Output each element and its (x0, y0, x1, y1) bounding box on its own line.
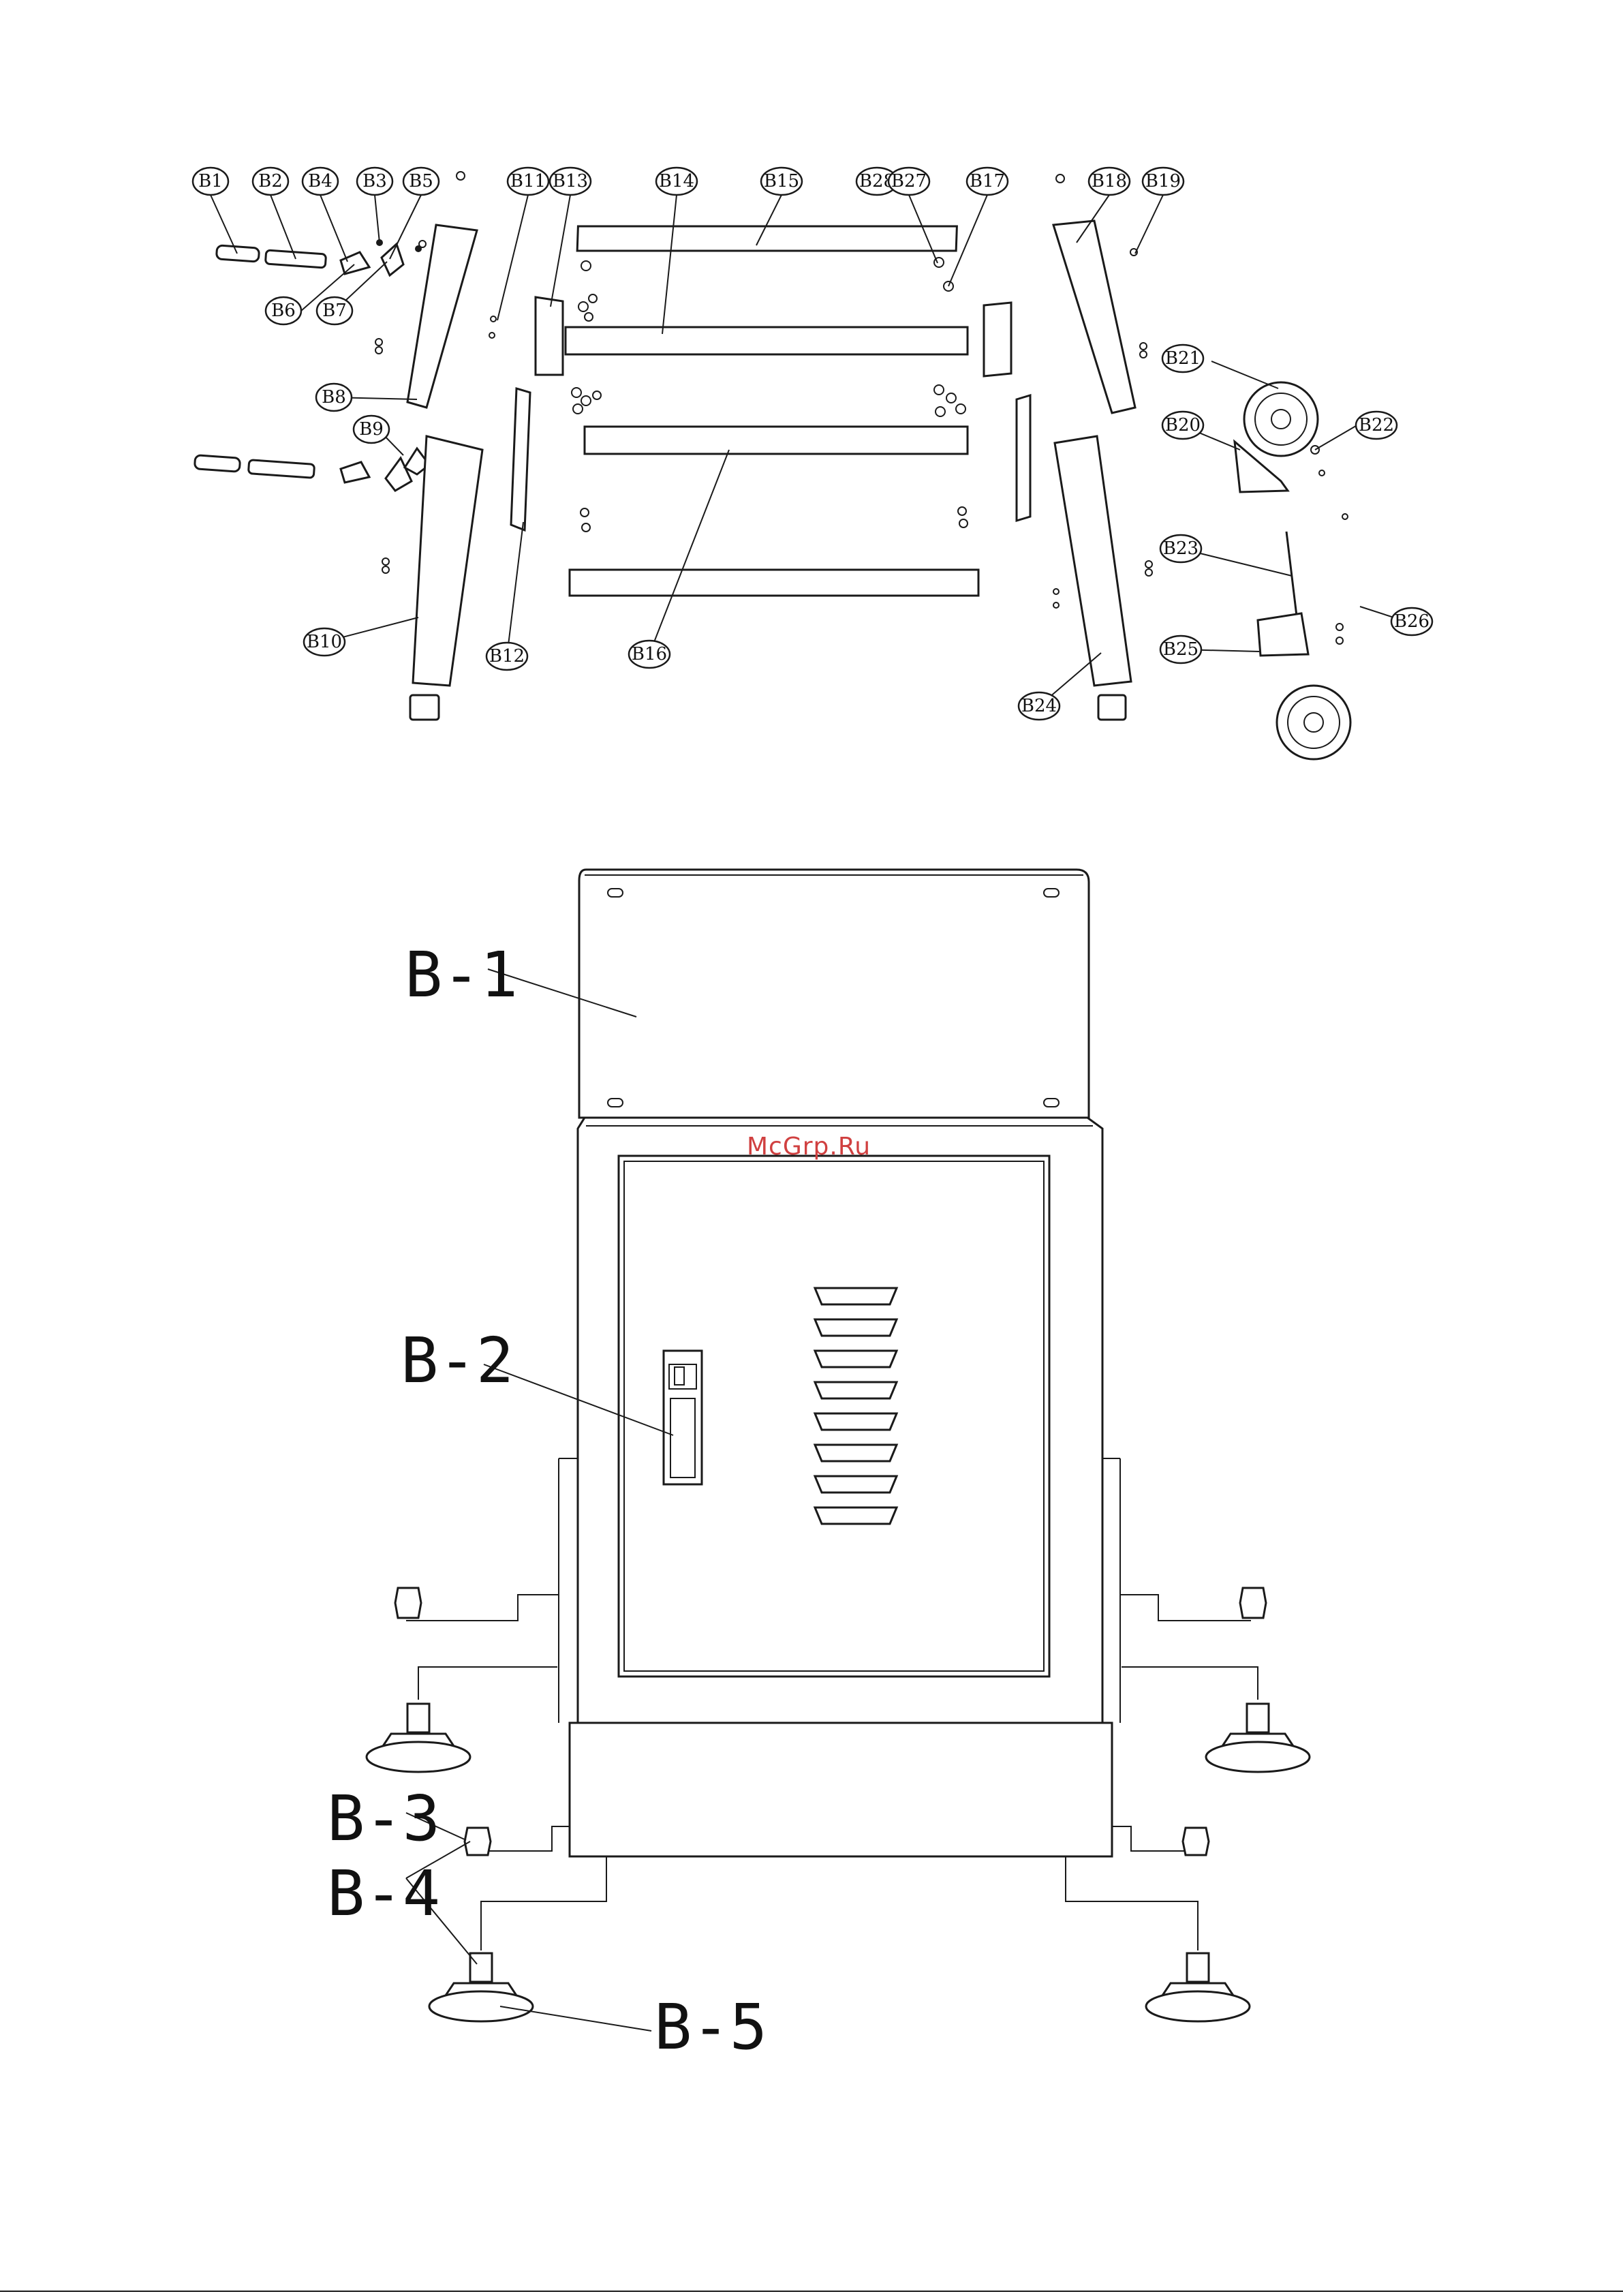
svg-text:B16: B16 (632, 644, 667, 664)
callout-b18: B18 (1089, 168, 1130, 195)
rails (566, 226, 978, 596)
left-leg-upper (407, 225, 477, 408)
callout-b24: B24 (1019, 692, 1060, 720)
callout-b25: B25 (1160, 636, 1201, 663)
svg-text:B13: B13 (553, 171, 588, 192)
svg-text:B7: B7 (322, 301, 347, 321)
svg-text:B26: B26 (1394, 611, 1429, 632)
svg-text:B18: B18 (1092, 171, 1127, 192)
door-latch (664, 1351, 702, 1484)
callout-b23: B23 (1160, 535, 1201, 562)
svg-text:B23: B23 (1163, 538, 1199, 559)
callout-b12: B12 (486, 643, 527, 670)
svg-text:B9: B9 (359, 419, 384, 440)
svg-text:B17: B17 (970, 171, 1005, 192)
wheel-bracket-lower (1258, 613, 1308, 656)
svg-text:B5: B5 (409, 171, 433, 192)
cabinet-base (570, 1723, 1112, 1856)
callout-b26: B26 (1391, 608, 1432, 635)
svg-text:B10: B10 (307, 632, 342, 652)
callout-b16: B16 (629, 641, 670, 668)
svg-text:B11: B11 (510, 171, 546, 192)
svg-text:B15: B15 (764, 171, 799, 192)
callout-b17: B17 (967, 168, 1008, 195)
right-leg-upper (1053, 221, 1135, 413)
callout-b7: B7 (317, 297, 352, 324)
cabinet-top-panel (579, 870, 1089, 1118)
svg-text:B8: B8 (322, 387, 346, 408)
svg-text:B6: B6 (271, 301, 296, 321)
wheel-upper (1244, 382, 1318, 456)
svg-text:B21: B21 (1165, 348, 1201, 369)
wheel-lower (1277, 686, 1350, 759)
callout-b19: B19 (1143, 168, 1184, 195)
callout-b27: B27 (888, 168, 929, 195)
label-b-1: B-1 (405, 938, 518, 1011)
callout-b1: B1 (193, 168, 228, 195)
svg-text:B24: B24 (1021, 696, 1057, 716)
svg-text:B22: B22 (1359, 415, 1394, 435)
callout-b9: B9 (354, 416, 389, 443)
label-b-3: B-3 (327, 1782, 440, 1855)
svg-text:B12: B12 (489, 646, 525, 667)
label-b-2: B-2 (401, 1324, 514, 1397)
callout-b13: B13 (550, 168, 591, 195)
callout-b6: B6 (266, 297, 301, 324)
cabinet-view: B-1 B-2 B-3 B-4 B-5 McGrp.Ru (327, 870, 1310, 2064)
svg-text:B25: B25 (1163, 639, 1199, 660)
hardware-center (572, 258, 968, 532)
callout-b21: B21 (1162, 345, 1203, 372)
exploded-view: B1 B2 B4 B3 B5 B11 B13 B14 B15 B28 B27 B… (193, 168, 1432, 759)
callout-b2: B2 (253, 168, 288, 195)
label-b-5: B-5 (654, 1991, 767, 2064)
handle-tube-lower (194, 448, 429, 491)
callout-b14: B14 (656, 168, 697, 195)
svg-text:B2: B2 (258, 171, 283, 192)
svg-text:B20: B20 (1165, 415, 1201, 435)
callout-b10: B10 (304, 628, 345, 656)
callout-b3: B3 (357, 168, 392, 195)
callout-b22: B22 (1356, 412, 1397, 439)
callout-b5: B5 (403, 168, 439, 195)
callout-b15: B15 (761, 168, 802, 195)
label-b-4: B-4 (327, 1857, 440, 1930)
svg-text:B14: B14 (659, 171, 694, 192)
callout-b4: B4 (303, 168, 338, 195)
callout-b8: B8 (316, 384, 352, 411)
svg-text:B19: B19 (1145, 171, 1181, 192)
callout-b20: B20 (1162, 412, 1203, 439)
callout-b11: B11 (508, 168, 548, 195)
left-leg-lower (413, 436, 482, 686)
watermark: McGrp.Ru (747, 1133, 871, 1161)
svg-text:B4: B4 (308, 171, 333, 192)
svg-text:B3: B3 (362, 171, 387, 192)
right-leg-lower (1055, 436, 1131, 686)
svg-text:B27: B27 (891, 171, 927, 192)
svg-text:B1: B1 (198, 171, 223, 192)
